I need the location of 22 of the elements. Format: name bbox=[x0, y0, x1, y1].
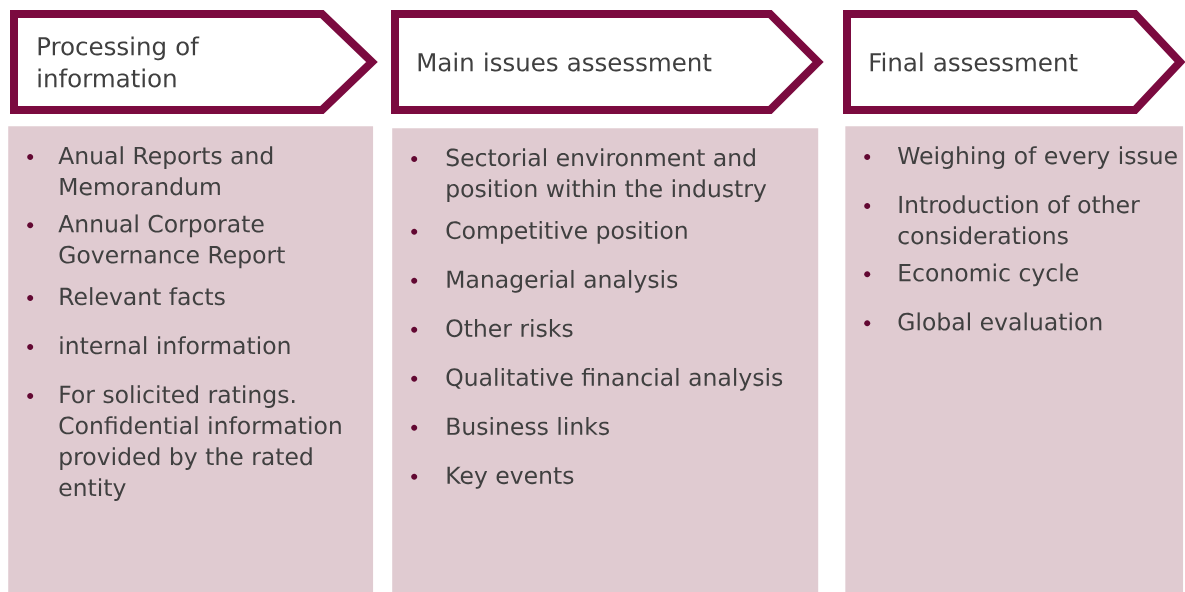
bullet-item: Weighing of every issue bbox=[864, 146, 1177, 169]
chevron-box: Main issues assessment bbox=[391, 10, 824, 114]
bullet-item: Managerial analysis bbox=[411, 269, 678, 293]
list-panel bbox=[8, 126, 374, 592]
bullet-item: Business links bbox=[411, 416, 609, 436]
bullet-item: For solicited ratings. Confidential information provided by the rated entity bbox=[27, 385, 341, 501]
list-panel bbox=[392, 128, 819, 592]
bullet-item: Introduction of other considerations bbox=[864, 195, 1140, 245]
bullet-item: internal information bbox=[27, 336, 290, 355]
bullet-item: Qualitative financial analysis bbox=[411, 367, 783, 391]
bullet-item: Relevant facts bbox=[27, 287, 225, 306]
chevron-box: Processing of information bbox=[10, 10, 378, 114]
bullet-item: Economic cycle bbox=[864, 263, 1078, 287]
bullet-item: Key events bbox=[411, 466, 574, 489]
bullet-item: Sectorial environment and position within the industry bbox=[411, 148, 767, 202]
bullet-item: Global evaluation bbox=[864, 312, 1102, 331]
bullet-item: Other risks bbox=[411, 318, 573, 338]
chevron-box: Final assessment bbox=[843, 10, 1185, 114]
list-panel bbox=[845, 126, 1184, 592]
bullet-item: Annual Corporate Governance Report bbox=[27, 214, 285, 269]
bullet-item: Anual Reports and Memorandum bbox=[27, 146, 273, 196]
bullet-item: Competitive position bbox=[411, 220, 687, 244]
